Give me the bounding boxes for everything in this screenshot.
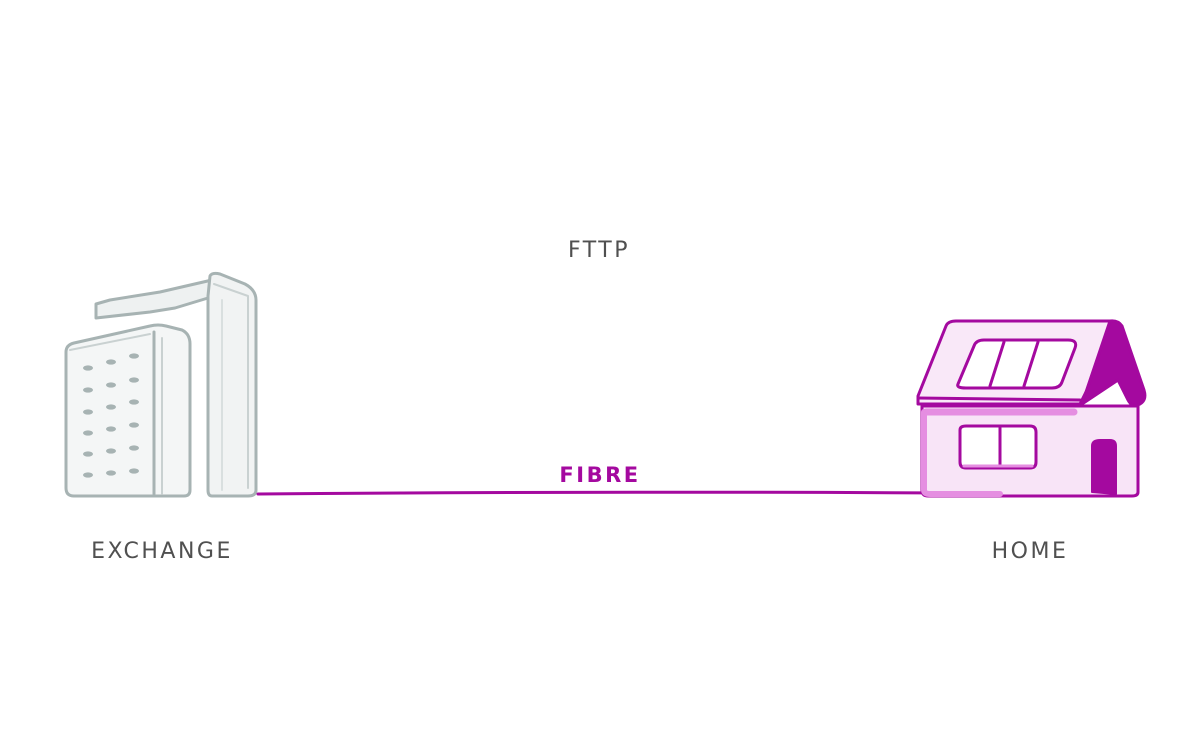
link-label: FIBRE xyxy=(559,463,641,487)
house-icon xyxy=(916,319,1147,498)
diagram-title: FTTP xyxy=(567,238,631,263)
fibre-line xyxy=(256,490,952,496)
home-label: HOME xyxy=(991,539,1069,564)
exchange-building-icon xyxy=(64,271,258,498)
exchange-label: EXCHANGE xyxy=(91,539,233,564)
